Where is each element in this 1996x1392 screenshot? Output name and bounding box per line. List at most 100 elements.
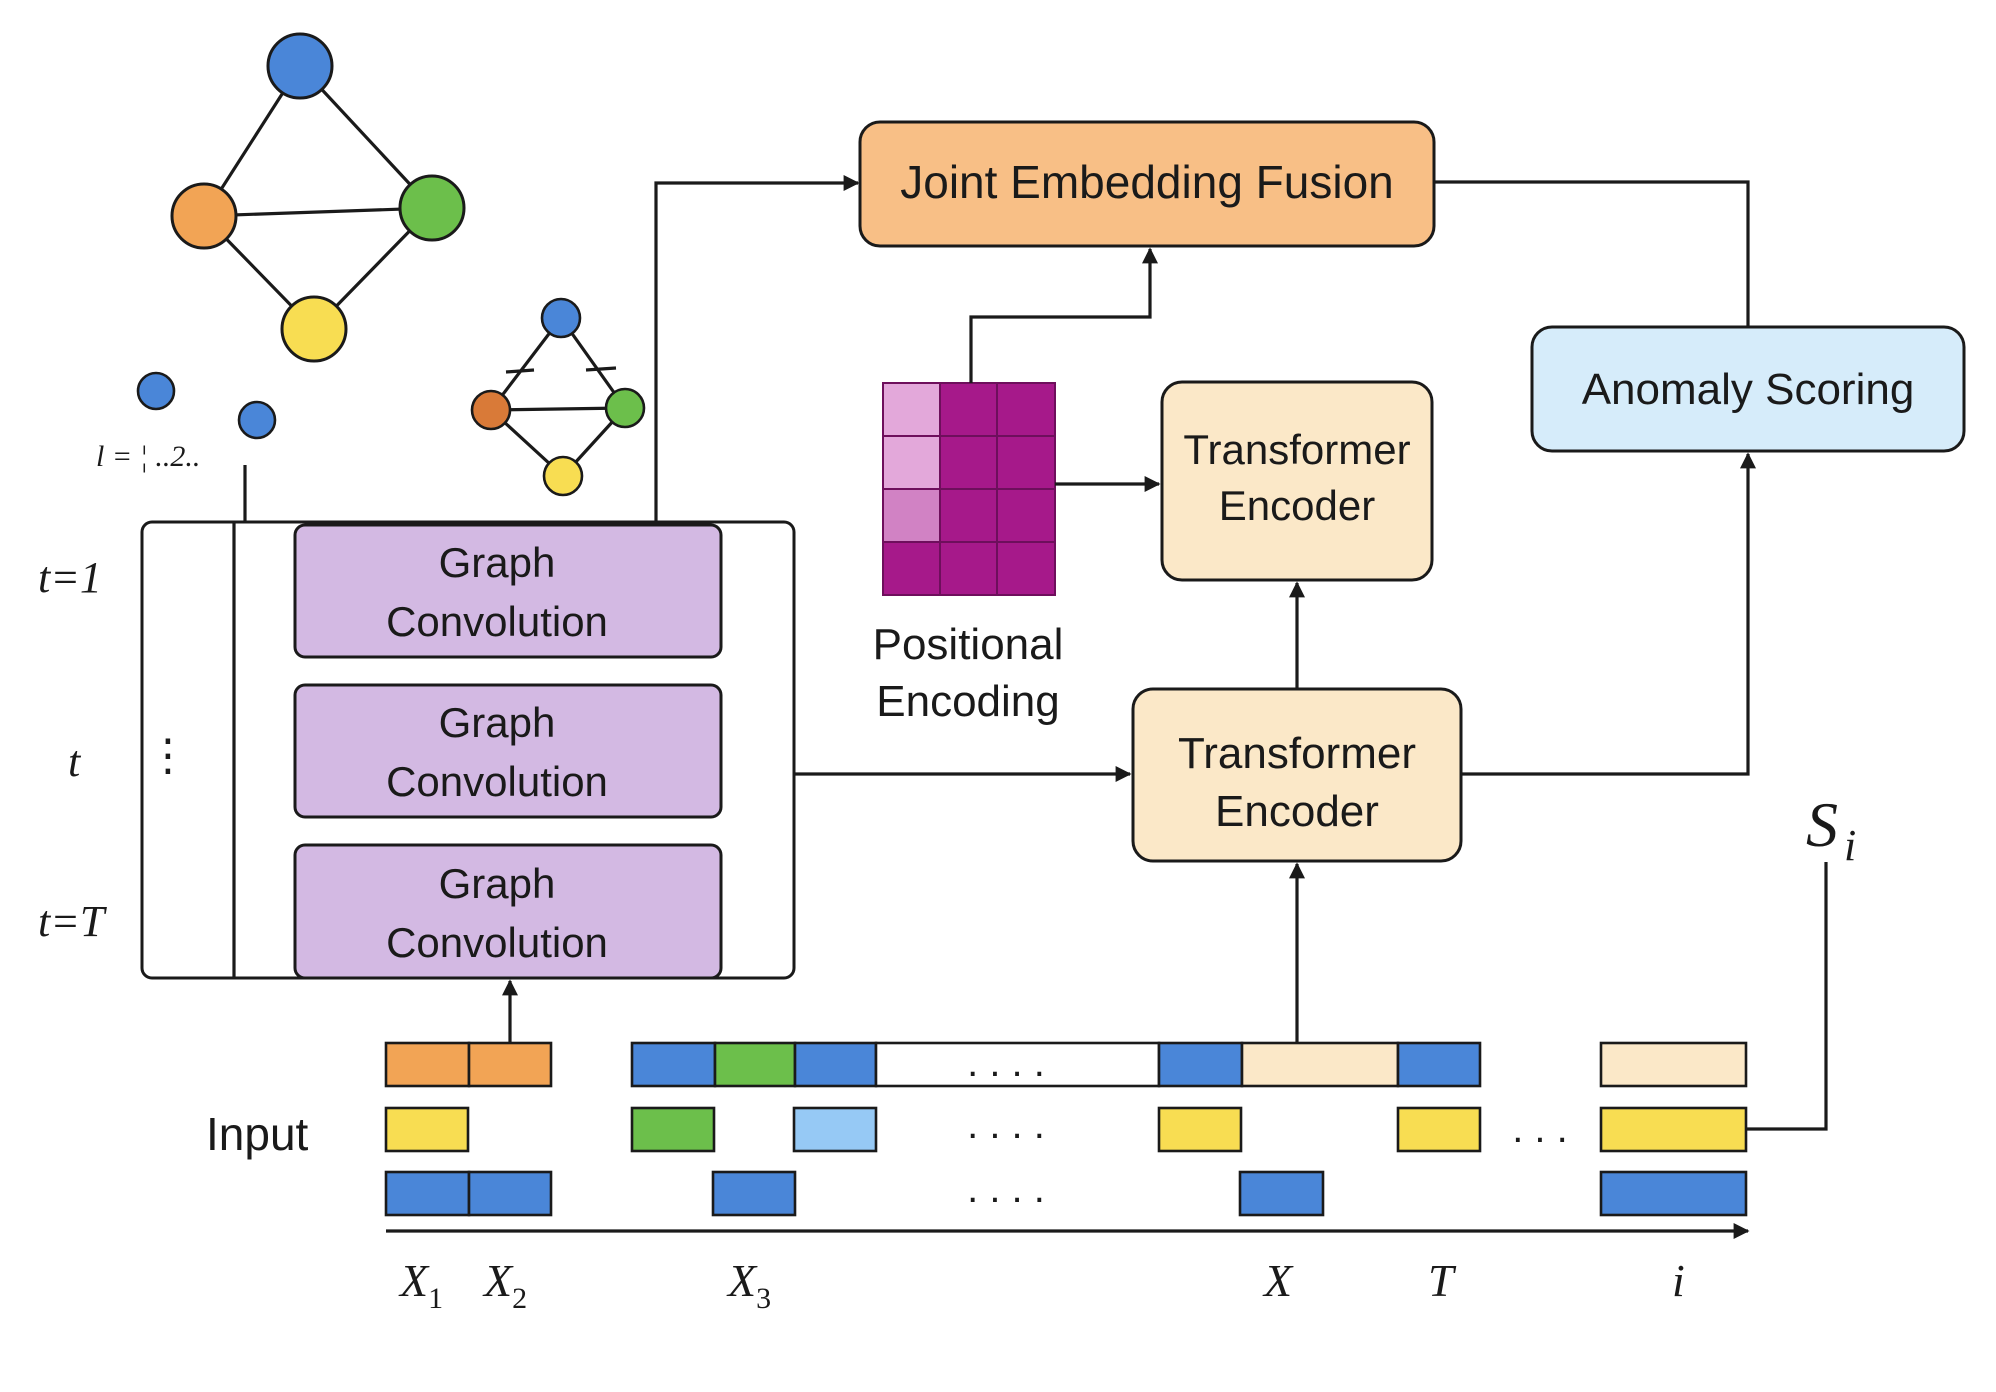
- pe-cell: [996, 435, 1056, 490]
- graph-node-blue: [540, 297, 582, 339]
- axis-label-x1-sub: 1: [428, 1282, 443, 1315]
- seq-bar: [874, 1041, 1161, 1088]
- graph-conv-block-2: [293, 683, 723, 819]
- line-score-output: [1746, 862, 1828, 1131]
- seq-bar: [384, 1106, 470, 1153]
- time-label-t: t: [68, 737, 82, 786]
- graph-node-yellow: [542, 455, 584, 497]
- graph-node-yellow: [280, 295, 348, 363]
- time-label-t1: t=1: [38, 553, 102, 602]
- pe-cell: [882, 488, 941, 543]
- pe-cell: [882, 435, 941, 490]
- sequence-ellipsis-short: . . .: [1512, 1107, 1568, 1151]
- arrow-transformer-to-anomaly: [1461, 452, 1756, 776]
- graph-conv-label-line1: Graph: [439, 699, 556, 746]
- seq-bar: [1157, 1106, 1243, 1153]
- time-node-blue: [237, 400, 277, 440]
- transformer-encoder-label-line1: Transformer: [1178, 729, 1416, 778]
- sequence-ellipsis: . . . .: [967, 1167, 1045, 1211]
- graph-conv-block-3: [293, 843, 723, 980]
- seq-bar: [713, 1041, 797, 1088]
- axis-label-i: i: [1672, 1255, 1685, 1306]
- axis-label-x2-base: X: [482, 1255, 514, 1306]
- graph-edge: [490, 406, 626, 412]
- graph-node-blue: [266, 32, 334, 100]
- pe-cell: [939, 541, 998, 596]
- time-node-blue: [136, 371, 176, 411]
- joint-embedding-fusion-block: [858, 120, 1436, 248]
- edge-tick: [585, 366, 617, 372]
- anomaly-scoring-label: Anomaly Scoring: [1582, 365, 1915, 414]
- joint-embedding-fusion-label: Joint Embedding Fusion: [900, 156, 1394, 208]
- input-label: Input: [206, 1108, 309, 1160]
- graph-node-green: [398, 174, 466, 242]
- graph-node-orange: [170, 182, 238, 250]
- score-subscript: i: [1844, 821, 1856, 870]
- input-sequence: [384, 1041, 1748, 1217]
- seq-bar: [630, 1041, 717, 1088]
- pe-cell: [996, 488, 1056, 543]
- positional-encoding-grid: [882, 382, 1056, 596]
- pe-cell: [996, 541, 1056, 596]
- seq-bar: [384, 1170, 471, 1217]
- seq-bar: [1238, 1170, 1325, 1217]
- line-fusion-to-anomaly: [1434, 180, 1750, 327]
- seq-bar: [1599, 1041, 1748, 1088]
- axis-label-x3-sub: 3: [756, 1282, 771, 1315]
- transformer-encoder-label-line1: Transformer: [1183, 426, 1410, 473]
- graph-conv-label-line1: Graph: [439, 860, 556, 907]
- arrow-pe-to-fusion: [969, 247, 1158, 383]
- vertical-ellipsis: ⋮: [146, 731, 190, 780]
- seq-bar: [792, 1106, 878, 1153]
- graph-conv-label-line1: Graph: [439, 539, 556, 586]
- seq-bar: [630, 1106, 716, 1153]
- seq-bar: [1396, 1041, 1482, 1088]
- graph-conv-label-line2: Convolution: [386, 919, 608, 966]
- pe-cell: [939, 382, 998, 437]
- pe-cell: [882, 541, 941, 596]
- pe-cell: [996, 382, 1056, 437]
- time-index-label: l = ¦ ..2..: [96, 440, 200, 473]
- graph-edge: [203, 206, 433, 218]
- seq-bar: [1240, 1041, 1400, 1088]
- graph-node-brown: [470, 389, 512, 431]
- transformer-encoder-top-block: [1160, 380, 1434, 582]
- axis-label-x3-base: X: [726, 1255, 758, 1306]
- sequence-ellipsis: . . . .: [967, 1103, 1045, 1147]
- sequence-ellipsis: . . . .: [967, 1041, 1045, 1085]
- pe-cell: [939, 488, 998, 543]
- seq-bar: [1157, 1041, 1244, 1088]
- seq-bar: [1599, 1170, 1748, 1217]
- axis-label-x1-base: X: [398, 1255, 430, 1306]
- score-base: S: [1806, 789, 1838, 860]
- arrow-gc-to-fusion: [654, 175, 860, 522]
- transformer-encoder-label-line2: Encoder: [1219, 482, 1375, 529]
- seq-bar: [711, 1170, 797, 1217]
- axis-label-x2-sub: 2: [512, 1282, 527, 1315]
- seq-bar: [1599, 1106, 1748, 1153]
- seq-bar: [1396, 1106, 1482, 1153]
- seq-bar: [467, 1041, 553, 1088]
- seq-bar: [467, 1170, 553, 1217]
- positional-encoding-label-line2: Encoding: [876, 677, 1059, 726]
- large-graph: [170, 32, 466, 363]
- seq-bar: [793, 1041, 878, 1088]
- transformer-encoder-label-line2: Encoder: [1215, 787, 1379, 836]
- graph-conv-label-line2: Convolution: [386, 758, 608, 805]
- axis-label-x3: X3: [726, 1255, 771, 1315]
- seq-bar: [384, 1041, 471, 1088]
- positional-encoding-label-line1: Positional: [873, 620, 1064, 669]
- small-graph: [470, 297, 646, 497]
- pe-cell: [939, 435, 998, 490]
- pe-cell: [882, 382, 941, 437]
- axis-label-x1: X1: [398, 1255, 443, 1315]
- axis-label-x2: X2: [482, 1255, 527, 1315]
- graph-conv-label-line2: Convolution: [386, 598, 608, 645]
- axis-label-T: T: [1428, 1255, 1457, 1306]
- time-label-tT: t=T: [38, 897, 108, 946]
- axis-label-x: X: [1262, 1255, 1294, 1306]
- edge-tick: [505, 368, 535, 374]
